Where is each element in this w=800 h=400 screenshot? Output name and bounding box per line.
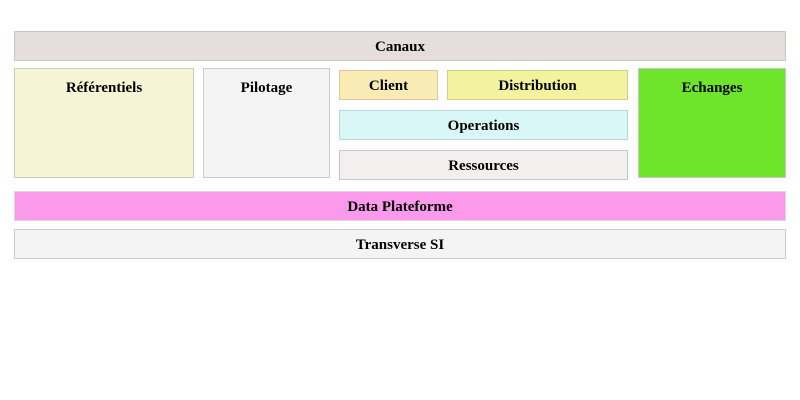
block-ressources[interactable]: Ressources bbox=[339, 150, 628, 180]
block-operations-label: Operations bbox=[447, 118, 520, 134]
block-echanges[interactable]: Echanges bbox=[638, 68, 786, 178]
block-pilotage-label: Pilotage bbox=[240, 80, 293, 96]
block-pilotage[interactable]: Pilotage bbox=[203, 68, 330, 178]
block-canaux[interactable]: Canaux bbox=[14, 31, 786, 61]
block-ressources-label: Ressources bbox=[448, 158, 519, 174]
block-data-plateforme[interactable]: Data Plateforme bbox=[14, 191, 786, 221]
block-referentiels[interactable]: Référentiels bbox=[14, 68, 194, 178]
block-transverse-si[interactable]: Transverse SI bbox=[14, 229, 786, 259]
block-distribution[interactable]: Distribution bbox=[447, 70, 628, 100]
block-client[interactable]: Client bbox=[339, 70, 438, 100]
block-referentiels-label: Référentiels bbox=[65, 80, 143, 96]
block-distribution-label: Distribution bbox=[498, 78, 577, 94]
block-transverse-si-label: Transverse SI bbox=[355, 237, 445, 253]
block-echanges-label: Echanges bbox=[681, 80, 743, 96]
block-operations[interactable]: Operations bbox=[339, 110, 628, 140]
block-data-plateforme-label: Data Plateforme bbox=[347, 199, 453, 215]
block-client-label: Client bbox=[368, 78, 409, 94]
block-canaux-label: Canaux bbox=[374, 39, 426, 55]
